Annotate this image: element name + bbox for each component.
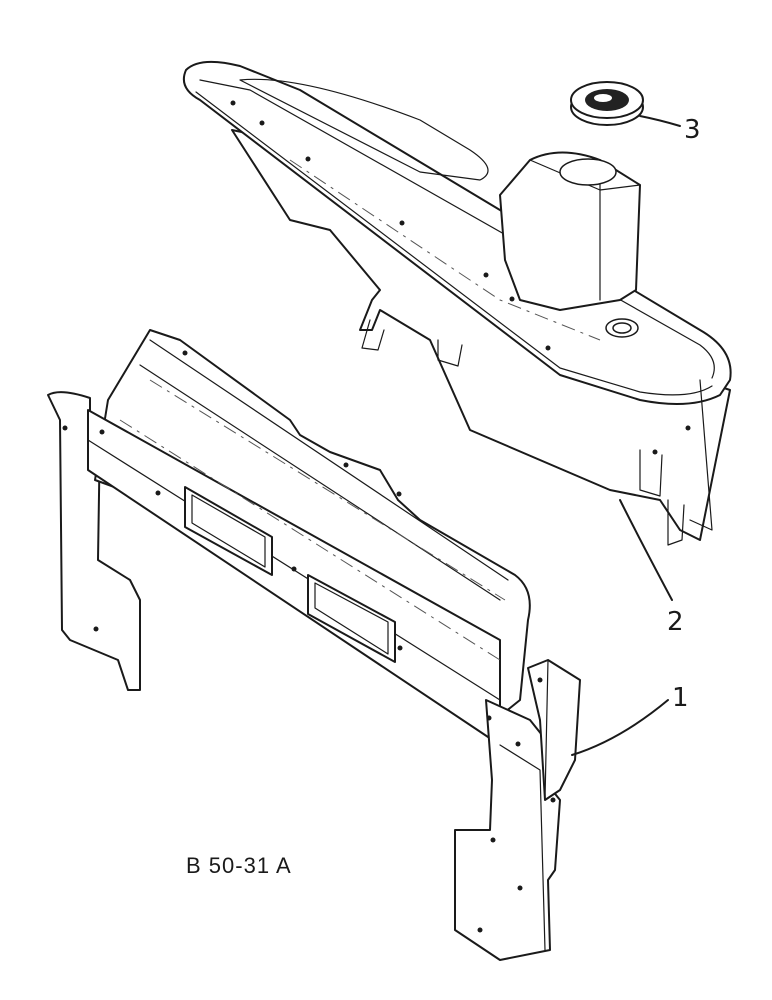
callout-1: 1	[672, 683, 689, 713]
leader-line-2	[619, 499, 673, 601]
leader-line-3	[639, 115, 681, 127]
grommet	[570, 81, 644, 126]
callout-2: 2	[667, 607, 684, 637]
callout-3: 3	[684, 115, 701, 145]
upper-shroud-housing	[182, 60, 732, 546]
front-shroud-panel	[47, 329, 581, 961]
leader-line-1	[571, 699, 669, 756]
figure-reference: B 50-31 A	[186, 853, 292, 878]
